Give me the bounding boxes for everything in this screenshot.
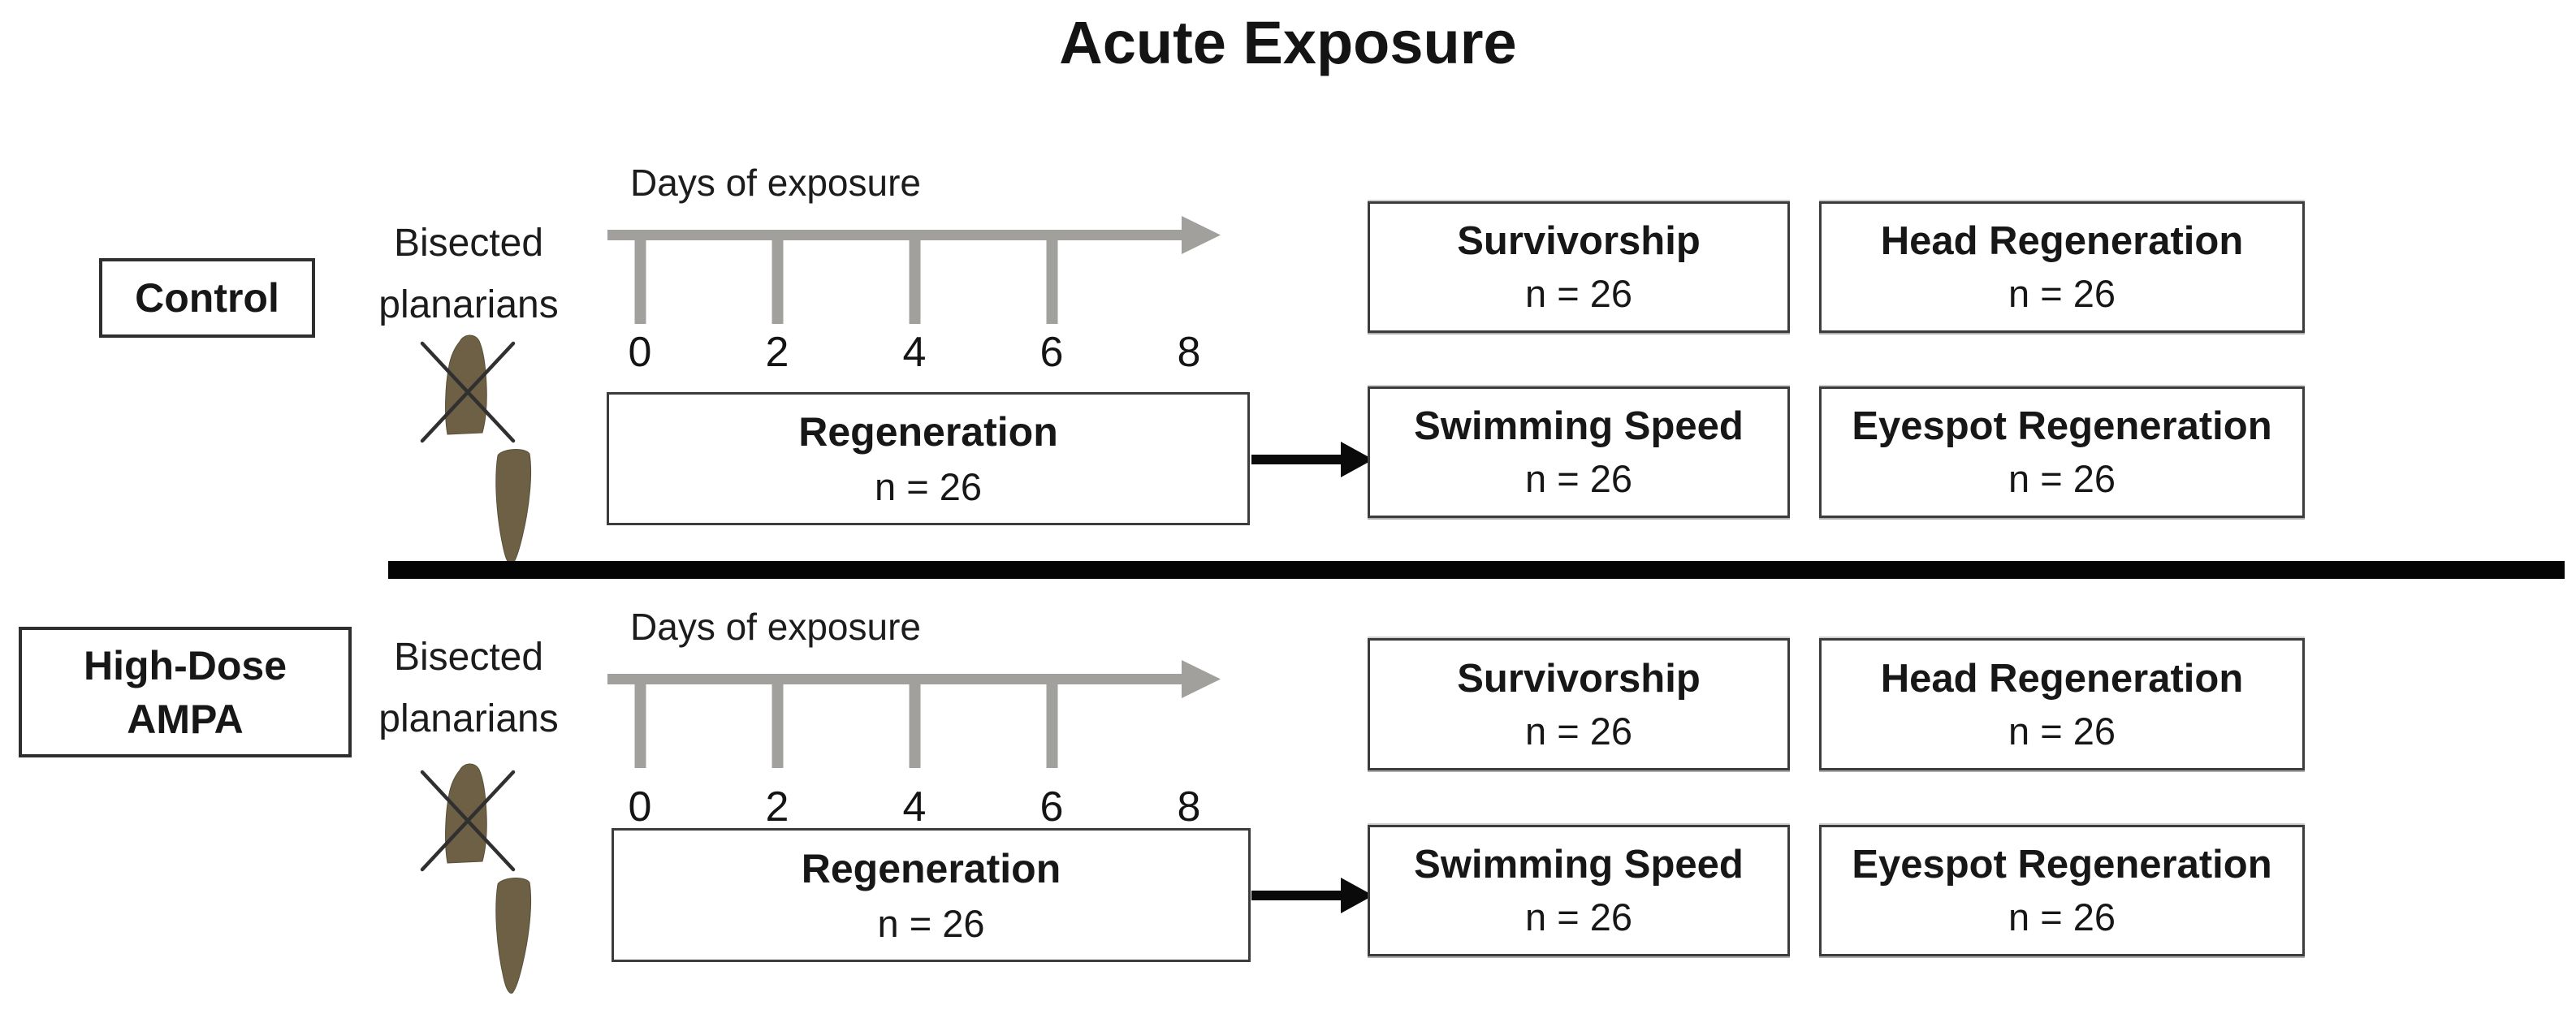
timeline-tick (1046, 682, 1058, 768)
bisected-planarians-label: Bisected planarians (335, 627, 603, 750)
bisected-planarian-image (420, 334, 532, 565)
timeline-arrow-shaft (607, 674, 1182, 684)
timeline-tick (909, 682, 921, 768)
tick-label-6: 6 (1039, 783, 1064, 831)
planarian-tail-fragment (495, 449, 532, 565)
bisected-label-line1: Bisected (393, 222, 544, 265)
outcome-title: Survivorship (1457, 219, 1701, 263)
outcome-title: Eyespot Regeneration (1852, 843, 2272, 887)
regeneration-n: n = 26 (875, 465, 982, 508)
tick-label-8: 8 (1177, 329, 1201, 376)
planarian-head-fragment (445, 334, 487, 435)
outcome-n: n = 26 (1525, 457, 1632, 500)
timeline-arrow-shaft (607, 230, 1182, 240)
cross-out-icon (420, 770, 516, 872)
timeline-arrowhead-icon (1182, 216, 1221, 254)
bisected-planarians-label: Bisected planarians (335, 213, 603, 336)
outcome-box-survivorship: Survivorship n = 26 (1368, 201, 1790, 333)
outcome-box-swimming-speed: Swimming Speed n = 26 (1368, 825, 1790, 956)
outcome-title: Swimming Speed (1414, 404, 1744, 448)
group-box-high-dose-ampa: High-Dose AMPA (19, 627, 352, 757)
group-label-line2: AMPA (127, 696, 244, 742)
outcome-box-head-regeneration: Head Regeneration n = 26 (1819, 638, 2305, 770)
timeline-arrowhead-icon (1182, 660, 1221, 698)
tick-label-6: 6 (1039, 329, 1064, 376)
outcome-box-eyespot-regeneration: Eyespot Regeneration n = 26 (1819, 386, 2305, 518)
outcome-title: Head Regeneration (1880, 656, 2244, 701)
exposure-timeline (607, 660, 1221, 768)
outcome-box-survivorship: Survivorship n = 26 (1368, 638, 1790, 770)
outcome-title: Eyespot Regeneration (1852, 404, 2272, 448)
timeline-tick (1046, 238, 1058, 324)
tick-label-2: 2 (765, 783, 789, 831)
outcome-n: n = 26 (1525, 272, 1632, 315)
regeneration-box: Regeneration n = 26 (607, 392, 1250, 525)
planarian-head-fragment (445, 763, 487, 864)
group-box-control: Control (99, 258, 315, 338)
outcome-n: n = 26 (2008, 457, 2116, 500)
tick-label-0: 0 (628, 783, 652, 831)
outcome-title: Head Regeneration (1880, 219, 2244, 263)
outcome-n: n = 26 (1525, 895, 1632, 938)
section-divider (388, 561, 2565, 579)
timeline-tick (909, 238, 921, 324)
outcome-box-swimming-speed: Swimming Speed n = 26 (1368, 386, 1790, 518)
page-title: Acute Exposure (1059, 9, 1517, 76)
bisected-label-line2: planarians (378, 697, 559, 740)
regeneration-title: Regeneration (798, 409, 1058, 455)
regeneration-box: Regeneration n = 26 (612, 828, 1251, 962)
tick-label-8: 8 (1177, 783, 1201, 831)
group-label-line1: High-Dose (84, 642, 287, 688)
outcome-title: Survivorship (1457, 656, 1701, 701)
bisected-planarian-image (420, 763, 532, 994)
flow-arrow-icon (1251, 878, 1373, 913)
tick-label-2: 2 (765, 329, 789, 376)
cross-out-icon (420, 341, 516, 443)
bisected-label-line2: planarians (378, 283, 559, 326)
planarian-tail-fragment (495, 878, 532, 994)
timeline-tick (634, 682, 646, 768)
timeline-tick (772, 682, 784, 768)
exposure-timeline (607, 216, 1221, 324)
timeline-tick (634, 238, 646, 324)
tick-label-0: 0 (628, 329, 652, 376)
bisected-label-line1: Bisected (393, 636, 544, 679)
outcome-box-eyespot-regeneration: Eyespot Regeneration n = 26 (1819, 825, 2305, 956)
outcome-n: n = 26 (2008, 895, 2116, 938)
regeneration-n: n = 26 (877, 901, 985, 945)
days-of-exposure-label: Days of exposure (630, 606, 921, 648)
outcome-n: n = 26 (2008, 709, 2116, 753)
outcome-n: n = 26 (2008, 272, 2116, 315)
flow-arrow-icon (1251, 442, 1373, 477)
outcome-n: n = 26 (1525, 709, 1632, 753)
outcome-title: Swimming Speed (1414, 843, 1744, 887)
tick-label-4: 4 (902, 329, 927, 376)
group-label: Control (135, 275, 279, 321)
days-of-exposure-label: Days of exposure (630, 162, 921, 204)
regeneration-title: Regeneration (801, 845, 1061, 891)
tick-label-4: 4 (902, 783, 927, 831)
timeline-tick (772, 238, 784, 324)
outcome-box-head-regeneration: Head Regeneration n = 26 (1819, 201, 2305, 333)
